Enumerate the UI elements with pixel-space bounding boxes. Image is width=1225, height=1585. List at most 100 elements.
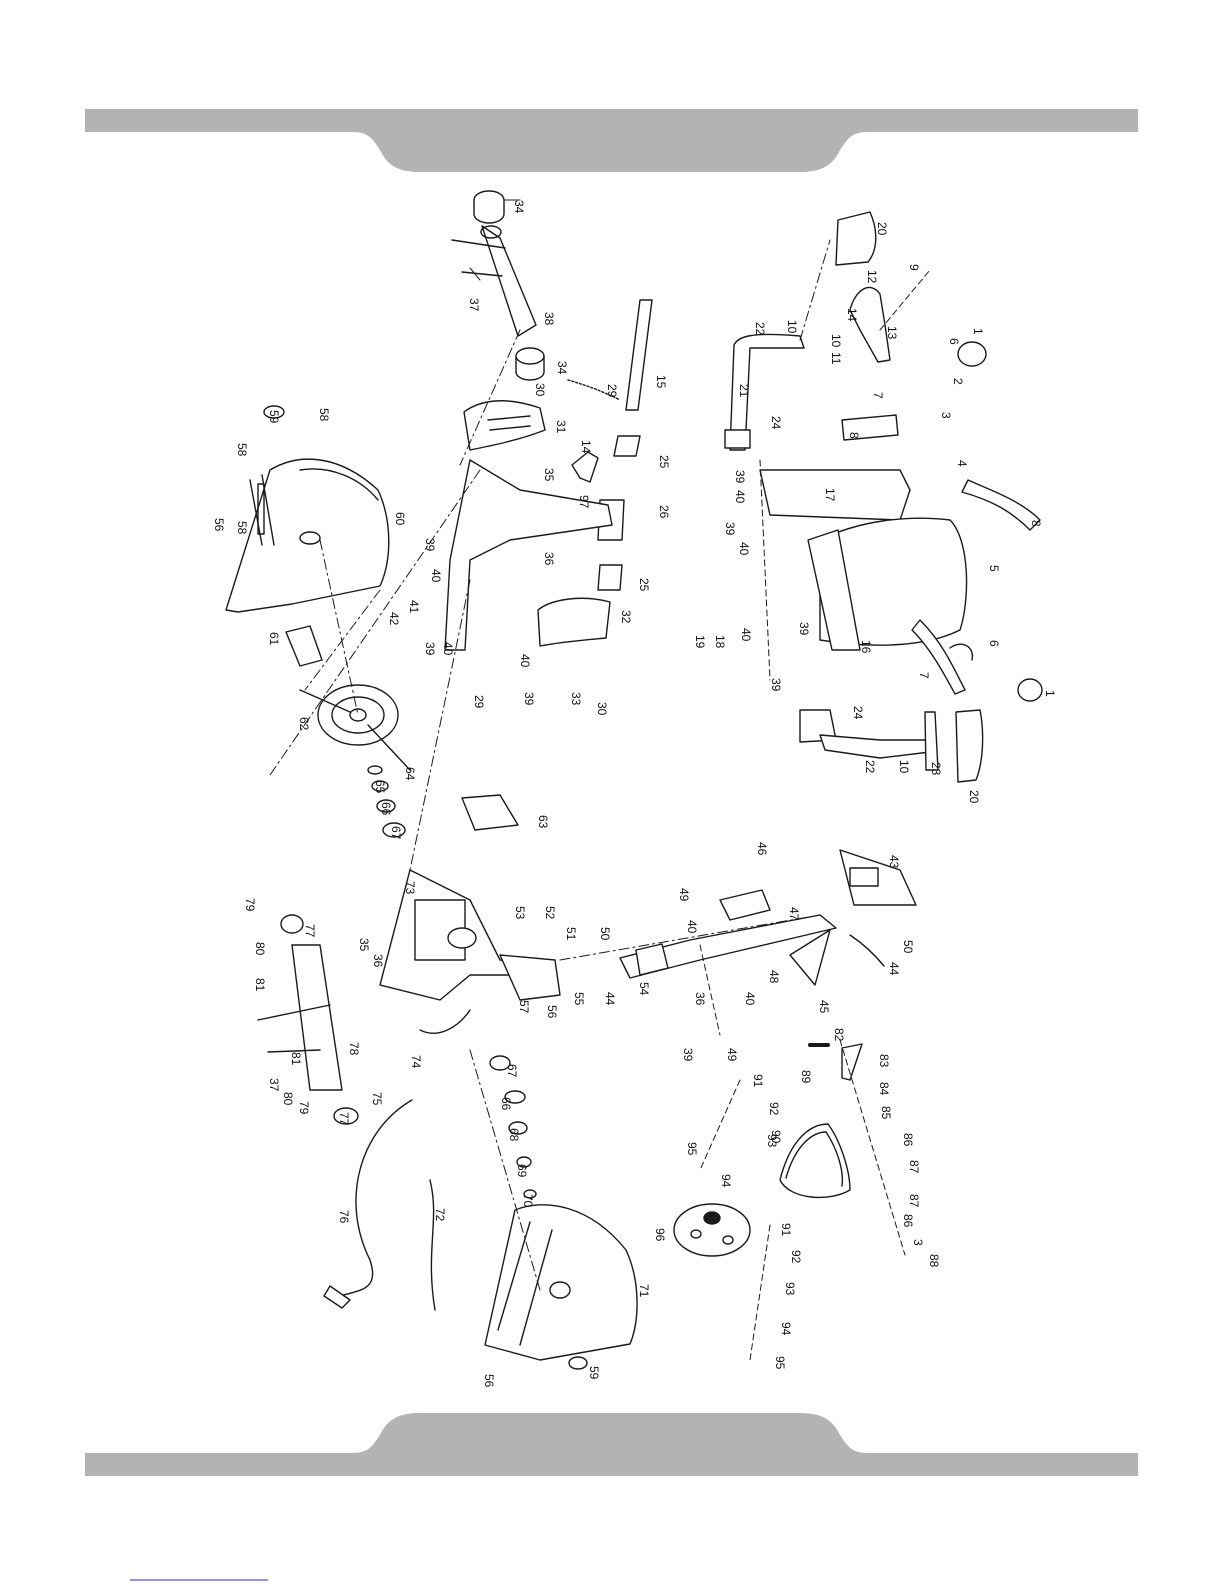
part-number-label: 75 <box>370 1092 384 1106</box>
seat-rail <box>567 299 653 591</box>
rear-shroud <box>225 405 390 613</box>
part-number-label: 79 <box>243 898 257 912</box>
part-number-label: 7 <box>917 672 931 679</box>
part-number-label: 25 <box>657 455 671 469</box>
part-number-label: 40 <box>685 920 699 934</box>
part-number-label: 69 <box>515 1164 529 1178</box>
part-number-label: 11 <box>829 352 843 365</box>
part-number-label: 3 <box>911 1239 925 1246</box>
seat-assembly <box>724 211 1043 783</box>
part-number-label: 32 <box>619 610 633 624</box>
part-number-label: 91 <box>751 1074 765 1088</box>
part-number-label: 43 <box>887 855 901 869</box>
part-number-label: 26 <box>657 505 671 519</box>
part-number-label: 39 <box>797 622 811 636</box>
part-number-label: 95 <box>685 1142 699 1156</box>
part-number-label: 44 <box>603 992 617 1006</box>
part-number-label: 86 <box>901 1214 915 1228</box>
part-number-label: 34 <box>555 361 569 375</box>
part-number-label: 59 <box>587 1366 601 1380</box>
footer-band <box>85 1413 1138 1476</box>
part-number-label: 47 <box>787 907 801 921</box>
part-number-label: 40 <box>737 542 751 556</box>
part-number-label: 67 <box>389 826 403 840</box>
part-number-label: 1 <box>971 328 985 335</box>
part-number-label: 15 <box>654 375 668 389</box>
part-number-label: 3 <box>939 412 953 419</box>
part-number-label: 76 <box>337 1210 351 1224</box>
part-number-label: 19 <box>693 635 707 649</box>
part-number-label: 59 <box>267 410 281 424</box>
part-number-label: 83 <box>877 1054 891 1068</box>
part-number-label: 67 <box>505 1064 519 1078</box>
part-number-label: 94 <box>779 1322 793 1336</box>
part-number-label: 40 <box>733 490 747 504</box>
part-number-label: 61 <box>267 632 281 646</box>
part-number-label: 66 <box>499 1097 513 1111</box>
part-number-label: 92 <box>789 1250 803 1264</box>
part-number-label: 10 <box>785 320 799 334</box>
part-number-label: 95 <box>773 1356 787 1370</box>
part-number-label: 8 <box>847 432 861 439</box>
part-number-label: 87 <box>907 1160 921 1174</box>
part-number-label: 35 <box>542 468 556 482</box>
part-number-label: 63 <box>536 815 550 829</box>
main-frame <box>379 869 561 1034</box>
part-number-label: 39 <box>733 470 747 484</box>
part-number-label: 78 <box>347 1042 361 1056</box>
part-number-label: 58 <box>235 521 249 535</box>
part-number-label: 34 <box>512 200 526 214</box>
part-number-label: 54 <box>637 982 651 996</box>
part-number-label: 80 <box>253 942 267 956</box>
part-number-label: 73 <box>403 881 417 895</box>
part-number-label: 21 <box>737 384 751 398</box>
part-number-label: 29 <box>605 384 619 398</box>
part-number-label: 39 <box>769 678 783 692</box>
flywheel <box>673 1203 751 1257</box>
part-number-label: 40 <box>743 992 757 1006</box>
part-number-label: 58 <box>317 408 331 422</box>
belt-tensioner <box>779 1043 863 1199</box>
part-number-label: 37 <box>467 298 481 312</box>
part-number-label: 81 <box>253 978 267 992</box>
part-number-label: 72 <box>433 1208 447 1222</box>
part-number-label: 48 <box>767 970 781 984</box>
part-number-label: 86 <box>901 1133 915 1147</box>
handlebar-post <box>619 849 917 986</box>
part-number-label: 42 <box>387 612 401 626</box>
part-number-label: 70 <box>521 1194 535 1208</box>
part-number-label: 71 <box>637 1284 651 1298</box>
part-number-label: 77 <box>303 924 317 938</box>
part-number-label: 93 <box>765 1134 779 1148</box>
seat-post <box>451 190 545 381</box>
part-number-label: 92 <box>767 1102 781 1116</box>
part-number-label: 84 <box>877 1082 891 1096</box>
part-number-label: 8 <box>1029 520 1043 527</box>
part-number-label: 37 <box>267 1078 281 1092</box>
part-number-label: 96 <box>653 1228 667 1242</box>
part-number-label: 50 <box>598 927 612 941</box>
part-number-label: 60 <box>393 512 407 526</box>
part-number-label: 25 <box>637 578 651 592</box>
part-number-label: 80 <box>281 1092 295 1106</box>
part-number-label: 13 <box>885 326 899 340</box>
part-number-label: 23 <box>929 762 943 776</box>
part-number-label: 46 <box>755 842 769 856</box>
part-number-label: 5 <box>987 565 1001 572</box>
part-number-label: 33 <box>569 692 583 706</box>
part-number-label: 39 <box>423 538 437 552</box>
part-number-label: 31 <box>554 420 568 434</box>
part-number-label: 22 <box>863 760 877 774</box>
part-number-label: 49 <box>677 888 691 902</box>
part-number-label: 89 <box>799 1070 813 1084</box>
part-number-label: 55 <box>572 992 586 1006</box>
part-number-label: 74 <box>409 1055 423 1069</box>
part-number-label: 36 <box>693 992 707 1006</box>
part-number-label: 44 <box>887 962 901 976</box>
part-number-label: 91 <box>779 1223 793 1237</box>
part-number-label: 14 <box>579 440 593 454</box>
part-number-label: 24 <box>769 416 783 430</box>
part-number-label: 52 <box>543 906 557 920</box>
